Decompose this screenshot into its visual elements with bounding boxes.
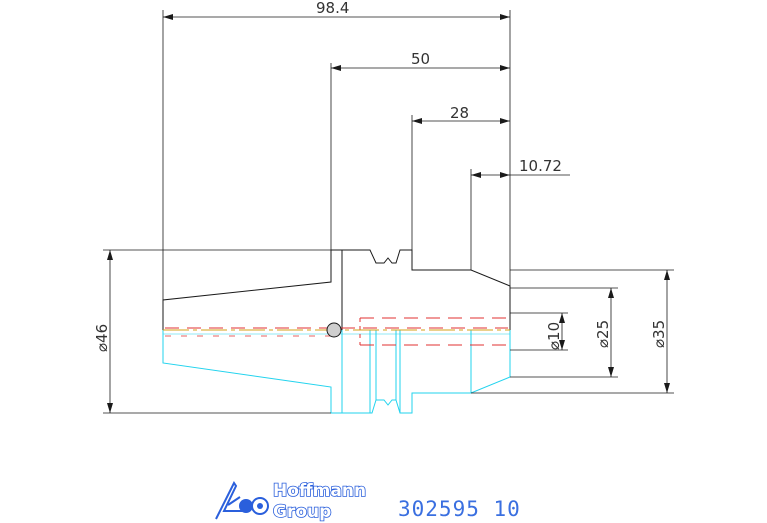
part-number: 302595 10 bbox=[398, 497, 521, 521]
dim-shank-length: 10.72 bbox=[519, 157, 562, 175]
dim-shank-diameter: ⌀25 bbox=[594, 320, 612, 348]
dim-collar-to-end: 28 bbox=[450, 104, 469, 122]
dim-flange-diameter: ⌀46 bbox=[93, 324, 111, 352]
hoffmann-logo: Hoffmann Group bbox=[215, 480, 367, 523]
logo-line2: Group bbox=[273, 502, 331, 522]
dim-collar-diameter: ⌀35 bbox=[650, 320, 668, 348]
hidden-bore-lines bbox=[165, 317, 510, 346]
logo-mark-icon bbox=[215, 481, 269, 520]
logo-line1: Hoffmann bbox=[273, 481, 366, 501]
dim-overall-length: 98.4 bbox=[316, 0, 349, 17]
lower-profile bbox=[162, 330, 511, 414]
horizontal-dimensions bbox=[162, 10, 570, 300]
dim-bore-diameter: ⌀10 bbox=[545, 322, 563, 350]
center-hole bbox=[326, 322, 342, 338]
diameter-dimensions bbox=[103, 249, 674, 414]
dim-flange-to-end: 50 bbox=[411, 50, 430, 68]
